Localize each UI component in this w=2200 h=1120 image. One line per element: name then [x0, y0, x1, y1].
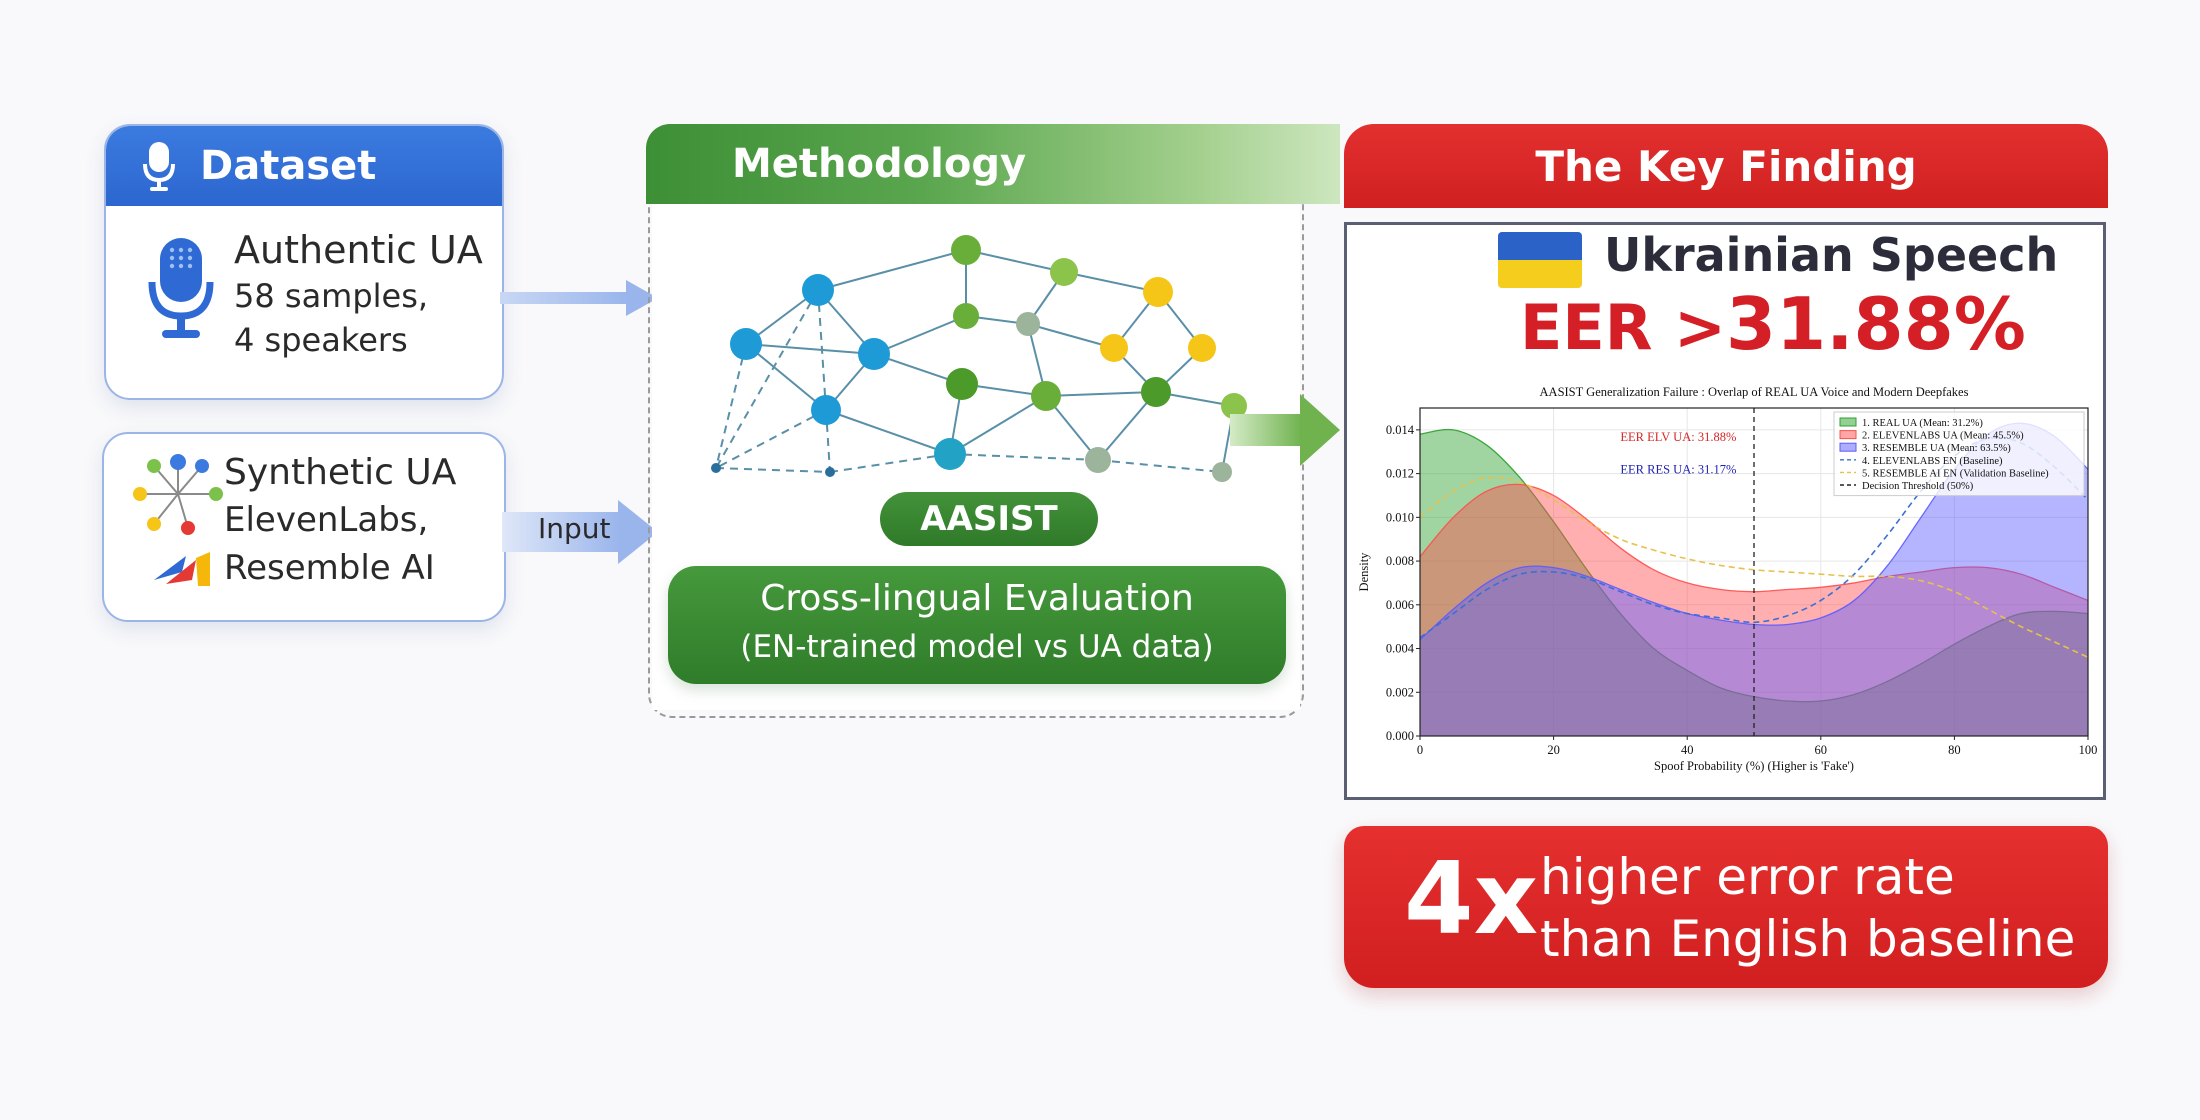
legend-label-6: Decision Threshold (50%): [1862, 481, 1974, 492]
ukraine-flag-icon: [1498, 232, 1582, 288]
studio-microphone-icon: [148, 238, 214, 338]
series-area-1: [1420, 429, 2088, 736]
y-tick-label-4: 0.008: [1386, 554, 1414, 568]
synthetic-ua-title: Synthetic UA: [224, 452, 457, 493]
x-tick-label-1: 20: [1547, 743, 1560, 757]
cross-lingual-evaluation-box: Cross-lingual Evaluation (EN-trained mod…: [668, 566, 1286, 684]
legend-label-4: 4. ELEVENLABS EN (Baseline): [1862, 456, 2003, 467]
x-tick-label-0: 0: [1417, 743, 1423, 757]
evaluation-subtitle: (EN-trained model vs UA data): [740, 629, 1214, 665]
y-tick-label-3: 0.006: [1386, 598, 1414, 612]
eer-label: EER >: [1520, 291, 1726, 364]
eer-value: 31.88%: [1725, 282, 2026, 366]
language-label: Ukrainian Speech: [1604, 228, 2059, 282]
neural-network-graph: [711, 235, 1247, 482]
y-tick-label-0: 0.000: [1386, 729, 1414, 743]
x-axis-label: Spoof Probability (%) (Higher is 'Fake'): [1654, 759, 1854, 773]
authentic-ua-section: Authentic UA 58 samples, 4 speakers: [106, 206, 502, 360]
flag-blue-stripe: [1498, 232, 1582, 260]
series-line-4: [1419, 436, 2089, 639]
y-tick-label-6: 0.012: [1386, 467, 1414, 481]
plot-frame: [1419, 407, 2089, 737]
legend-label-3: 3. RESEMBLE UA (Mean: 63.5%): [1862, 443, 2011, 454]
synthetic-resemble: Resemble AI: [224, 548, 435, 588]
chart-annotation-2: EER RES UA: 31.17%: [1620, 463, 1736, 477]
dataset-title: Dataset: [200, 143, 377, 189]
x-tick-label-3: 60: [1815, 743, 1828, 757]
density-chart: AASIST Generalization Failure : Overlap …: [1357, 385, 2098, 773]
authentic-speakers: 4 speakers: [234, 321, 408, 359]
authentic-samples: 58 samples,: [234, 277, 429, 315]
y-tick-label-2: 0.004: [1386, 642, 1415, 656]
resemble-logo-icon: [154, 552, 210, 586]
legend-label-2: 2. ELEVENLABS UA (Mean: 45.5%): [1862, 431, 2024, 442]
error-multiplier: 4x: [1404, 840, 1539, 957]
eer-headline: EER >31.88%: [1520, 282, 2026, 366]
authentic-ua-title: Authentic UA: [234, 228, 483, 272]
synthetic-elevenlabs: ElevenLabs,: [224, 500, 429, 540]
y-tick-label-1: 0.002: [1386, 685, 1414, 699]
chart-annotation-1: EER ELV UA: 31.88%: [1620, 430, 1736, 444]
y-tick-label-5: 0.010: [1386, 510, 1414, 524]
legend-box: [1833, 411, 2085, 497]
y-axis-label: Density: [1357, 552, 1371, 592]
legend-swatch-1: [1839, 417, 1857, 427]
legend-label-5: 5. RESEMBLE AI EN (Validation Baseline): [1862, 468, 2049, 479]
conclusion-line-1: higher error rate: [1540, 848, 1955, 906]
chart-title: AASIST Generalization Failure : Overlap …: [1540, 385, 1969, 399]
conclusion-box: 4x higher error rate than English baseli…: [1344, 826, 2108, 988]
legend-label-1: 1. REAL UA (Mean: 31.2%): [1862, 418, 1983, 429]
arrow-icon-dataset: [500, 280, 658, 316]
legend-swatch-2: [1839, 430, 1857, 440]
x-tick-label-4: 80: [1948, 743, 1961, 757]
aasist-model-label: AASIST: [880, 492, 1098, 546]
arrow-icon-methodology: [1230, 394, 1340, 466]
conclusion-line-2: than English baseline: [1540, 910, 2076, 968]
microphone-icon: [143, 142, 175, 191]
series-area-3: [1420, 423, 2088, 736]
x-tick-label-2: 40: [1681, 743, 1694, 757]
key-finding-header: The Key Finding: [1344, 124, 2108, 208]
evaluation-title: Cross-lingual Evaluation: [760, 578, 1194, 619]
flag-yellow-stripe: [1498, 260, 1582, 288]
arrow-icon-input: [502, 500, 658, 564]
dataset-header: Dataset: [106, 126, 502, 206]
dataset-card: Dataset Authentic UA 58 samples, 4 speak…: [104, 124, 504, 400]
y-tick-label-7: 0.014: [1386, 423, 1415, 437]
legend-swatch-3: [1839, 442, 1857, 452]
series-line-5: [1419, 476, 2089, 659]
input-arrow-label: Input: [538, 512, 611, 545]
authentic-ua-text: Authentic UA 58 samples, 4 speakers: [234, 228, 483, 360]
network-hub-icon: [133, 454, 223, 535]
x-tick-label-5: 100: [2079, 743, 2098, 757]
synthetic-ua-card: Synthetic UA ElevenLabs, Resemble AI: [102, 432, 506, 622]
methodology-header: Methodology: [646, 124, 1340, 204]
